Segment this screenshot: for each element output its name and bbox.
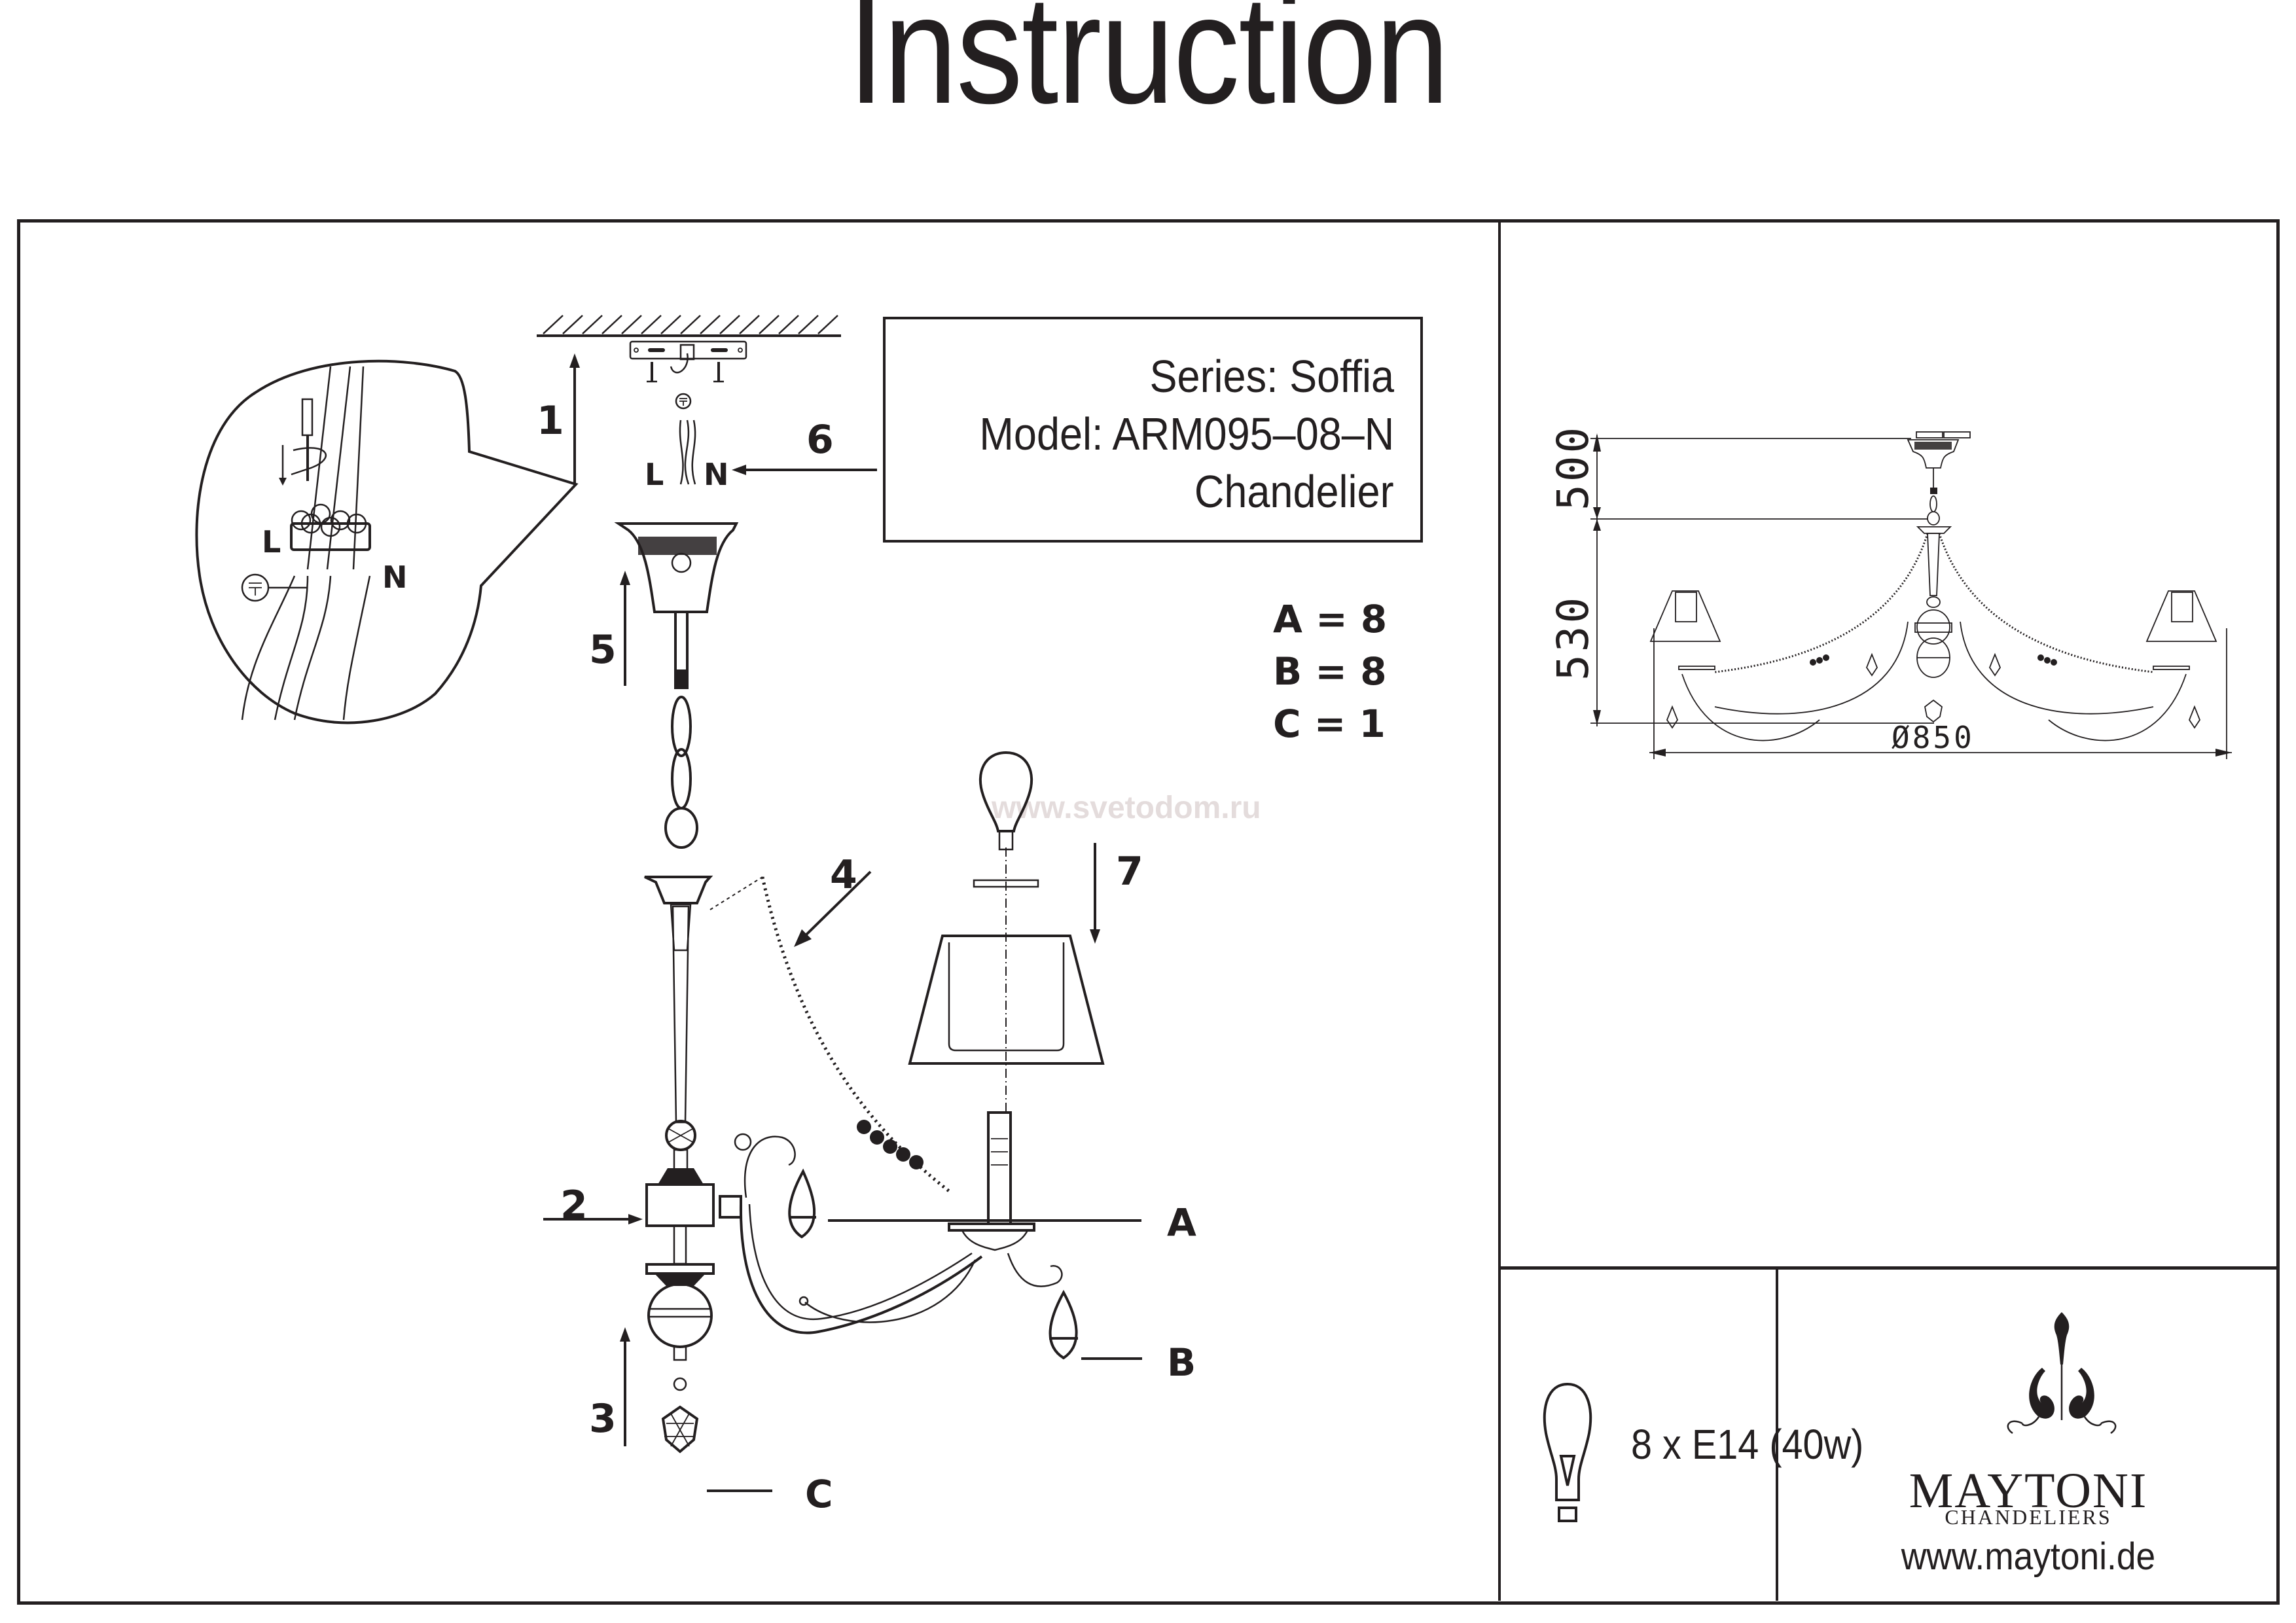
step-3-label: 3 [589, 1396, 617, 1442]
product-type-label: Chandelier [1194, 466, 1394, 517]
brand-name: MAYTONI [1909, 1463, 2148, 1518]
step-5-label: 5 [589, 627, 617, 673]
instruction-frame [17, 219, 2280, 1605]
page-title: Instruction [848, 0, 1449, 136]
watermark: www.svetodom.ru [992, 791, 1261, 825]
step-4-label: 4 [830, 852, 857, 898]
part-a-label: A [1167, 1200, 1196, 1245]
model-label: Model: ARM095–08–N [979, 408, 1394, 459]
footer-divider-vertical [1776, 1268, 1778, 1601]
chain [664, 671, 698, 849]
bead-chain [709, 876, 950, 1192]
wiring-detail-callout [195, 359, 579, 724]
detail-neutral-label: N [382, 560, 408, 595]
maytoni-logo-icon [2007, 1312, 2117, 1435]
step-6-label: 6 [806, 417, 834, 463]
series-label: Series: Soffia [1149, 351, 1394, 402]
lamp-spec-text: 8 x E14 (40w) [1631, 1421, 1864, 1468]
brand-subtitle: CHANDELIERS [1945, 1505, 2112, 1529]
crystal-a-icon [788, 1168, 816, 1239]
panel-divider-vertical [1498, 221, 1501, 1601]
panel-divider-horizontal [1499, 1266, 2276, 1270]
detail-live-label: L [262, 524, 281, 560]
canopy [614, 522, 739, 672]
bulb-icon [979, 751, 1033, 851]
parts-count-c: C = 1 [1273, 702, 1386, 746]
supply-wires [679, 419, 696, 485]
step-1-label: 1 [537, 398, 564, 444]
mounting-bracket-icon [629, 340, 747, 383]
dimension-diameter: Ø850 [1892, 720, 1975, 755]
ground-icon [675, 393, 692, 410]
ceiling-hatch [537, 315, 841, 337]
chandelier-elevation [1649, 431, 2217, 741]
parts-count-a: A = 8 [1273, 597, 1388, 641]
dimension-height-lower: 530 [1548, 594, 1598, 681]
crystal-b-icon [1049, 1289, 1078, 1360]
dimension-height-upper: 500 [1548, 424, 1598, 510]
dimension-lines [1590, 433, 2232, 759]
bulb-spec-icon [1543, 1382, 1592, 1522]
step-arrows [543, 353, 1100, 1446]
step-7-label: 7 [1116, 849, 1143, 895]
light-arm [719, 1111, 1063, 1334]
step-2-label: 2 [560, 1183, 588, 1228]
assembly-diagram [195, 315, 1142, 1492]
product-info-box: Series: Soffia Model: ARM095–08–N Chande… [883, 317, 1423, 543]
neutral-wire-label: N [704, 457, 729, 492]
parts-count-b: B = 8 [1273, 649, 1387, 694]
part-c-label: C [805, 1472, 833, 1516]
column [644, 876, 715, 1454]
brand-url-link[interactable]: www.maytoni.de [1901, 1535, 2156, 1578]
live-wire-label: L [645, 457, 664, 492]
part-b-label: B [1167, 1340, 1196, 1385]
lamp-shade [908, 847, 1105, 1113]
